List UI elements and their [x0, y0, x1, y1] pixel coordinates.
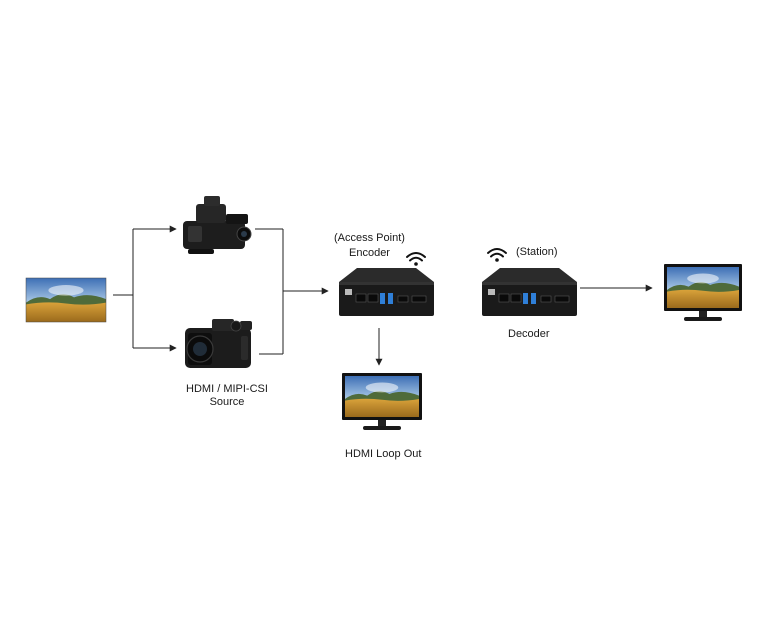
camcorder-icon [183, 196, 252, 254]
mini-pc-decoder-icon [482, 268, 577, 316]
mini-pc-encoder-icon [339, 268, 434, 316]
encoder-wifi-icon [406, 252, 426, 266]
source-merge-connector [255, 228, 329, 355]
source-label-line2: Source [209, 396, 245, 408]
encoder-label: Encoder [349, 247, 390, 259]
decoder-wifi-icon [487, 248, 507, 262]
loop-out-monitor-icon [342, 373, 422, 430]
source-label-line1: HDMI / MIPI-CSI [186, 383, 268, 395]
encoder-mode-label: (Access Point) [334, 232, 405, 244]
loop-out-label: HDMI Loop Out [345, 448, 422, 460]
decoder-mode-label: (Station) [516, 246, 558, 258]
source-split-connector [113, 225, 177, 352]
dslr-camera-icon [185, 319, 252, 368]
decoder-label: Decoder [508, 328, 550, 340]
input-landscape-image [25, 277, 107, 323]
source-label: HDMI / MIPI-CSI Source [168, 383, 286, 409]
output-monitor-icon [664, 264, 742, 321]
